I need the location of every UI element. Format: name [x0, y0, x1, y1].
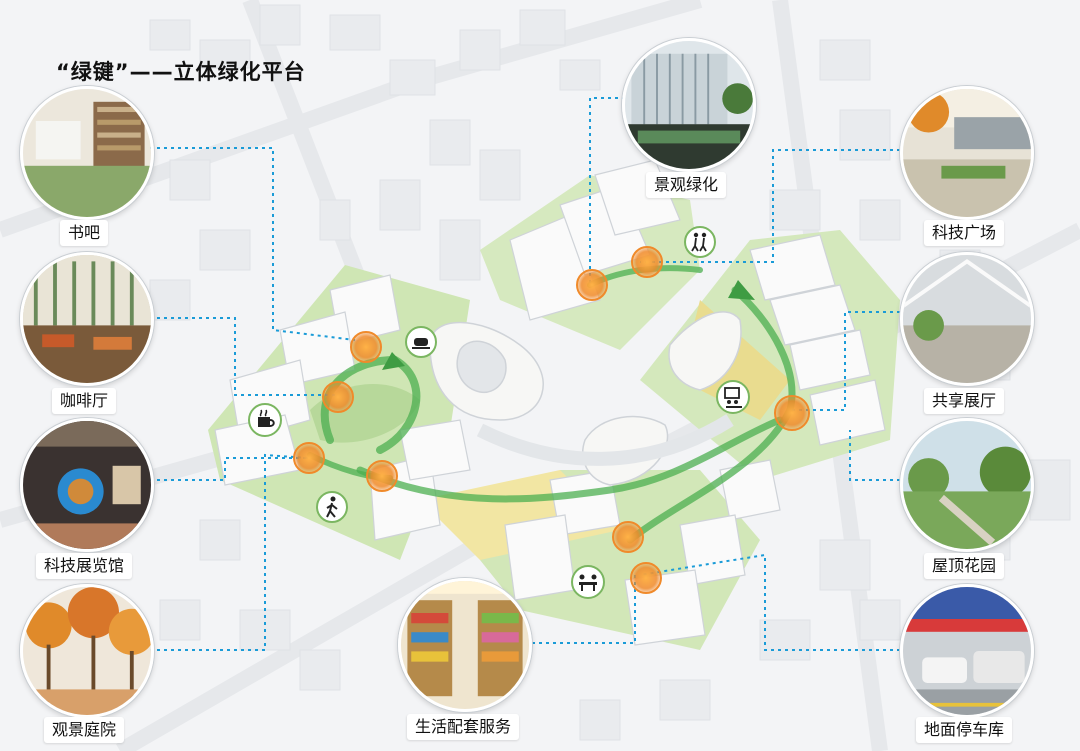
label-life-services: 生活配套服务 — [406, 714, 520, 740]
roof-garden-photo — [900, 418, 1034, 552]
label-tech-plaza: 科技广场 — [923, 220, 1005, 246]
book-bar-photo — [20, 86, 154, 220]
label-cafe: 咖啡厅 — [51, 388, 117, 414]
building-blocks — [214, 159, 886, 646]
label-ground-parking: 地面停车库 — [915, 717, 1013, 743]
connector-lines — [150, 97, 900, 651]
label-view-courtyard: 观景庭院 — [43, 717, 125, 743]
dining-icon — [405, 326, 437, 358]
hotspot-marker — [293, 442, 325, 474]
tech-exhibit-photo — [20, 418, 154, 552]
label-book-bar: 书吧 — [59, 220, 109, 246]
label-roof-garden: 屋顶花园 — [923, 553, 1005, 579]
exhibit-icon — [716, 380, 750, 414]
life-services-photo — [398, 578, 532, 712]
tech-plaza-photo — [900, 86, 1034, 220]
label-tech-exhibit: 科技展览馆 — [35, 553, 133, 579]
hotspot-marker — [612, 521, 644, 553]
meeting-icon — [571, 565, 605, 599]
hotspot-marker — [774, 395, 810, 431]
diagram-title: “绿键”——立体绿化平台 — [56, 60, 306, 84]
ground-parking-photo — [900, 584, 1034, 718]
hikers-icon — [684, 226, 716, 258]
coffee-icon — [248, 403, 282, 437]
label-shared-hall: 共享展厅 — [923, 388, 1005, 414]
hotspot-marker — [630, 562, 662, 594]
cafe-photo — [20, 252, 154, 386]
hotspot-marker — [631, 246, 663, 278]
hotspot-marker — [322, 381, 354, 413]
landmark-buildings — [429, 311, 742, 486]
shared-hall-photo — [900, 252, 1034, 386]
hotspot-marker — [350, 331, 382, 363]
landscape-green-photo — [622, 38, 756, 172]
label-landscape-green: 景观绿化 — [645, 172, 727, 198]
context-buildings — [149, 4, 1071, 741]
route-arrows — [382, 280, 755, 370]
hotspot-marker — [366, 460, 398, 492]
hotspot-marker — [576, 269, 608, 301]
view-courtyard-photo — [20, 584, 154, 718]
activity-hotspots — [293, 246, 810, 594]
walker-icon — [316, 491, 348, 523]
